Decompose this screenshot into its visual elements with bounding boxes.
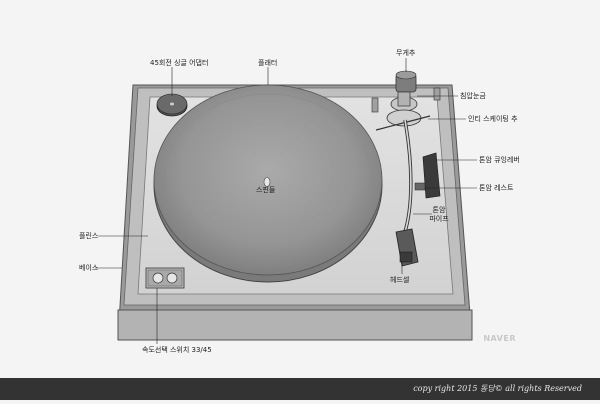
tracking-force-dial <box>386 91 422 127</box>
label-tracking-force: 침압눈금 <box>460 92 486 100</box>
label-tonearm-pipe: 톤암 파이프 <box>429 206 449 223</box>
label-plinth: 플린스 <box>79 232 99 240</box>
label-speed-switch: 속도선택 스위치 33/45 <box>142 346 212 354</box>
label-tonearm-lever: 톤암 큐잉레버 <box>479 156 520 164</box>
label-headshell: 헤드셀 <box>390 276 410 284</box>
label-base: 베이스 <box>79 264 99 272</box>
spindle <box>263 177 271 187</box>
label-anti-skating: 인티 스케이팅 추 <box>468 115 518 123</box>
headshell <box>395 228 419 267</box>
label-spindle: 스핀들 <box>256 186 276 194</box>
tonearm-pipe <box>402 119 413 236</box>
tonearm-cueing-lever <box>414 152 441 199</box>
watermark: NAVER <box>483 334 516 343</box>
counterweight <box>395 70 417 93</box>
single-adapter <box>156 93 188 117</box>
anti-skating-weight <box>371 87 441 131</box>
label-counterweight: 무게추 <box>396 49 416 57</box>
speed-switch <box>145 267 185 289</box>
label-single-adapter: 45회전 싱글 어댑터 <box>150 59 209 67</box>
label-platter: 플래터 <box>258 59 278 67</box>
leader-lines <box>95 58 477 344</box>
tonearm-assembly <box>371 70 441 267</box>
copyright-bar: copy right 2015 동당© all rights Reserved <box>0 378 600 400</box>
label-tonearm-rest: 톤암 레스트 <box>479 184 514 192</box>
